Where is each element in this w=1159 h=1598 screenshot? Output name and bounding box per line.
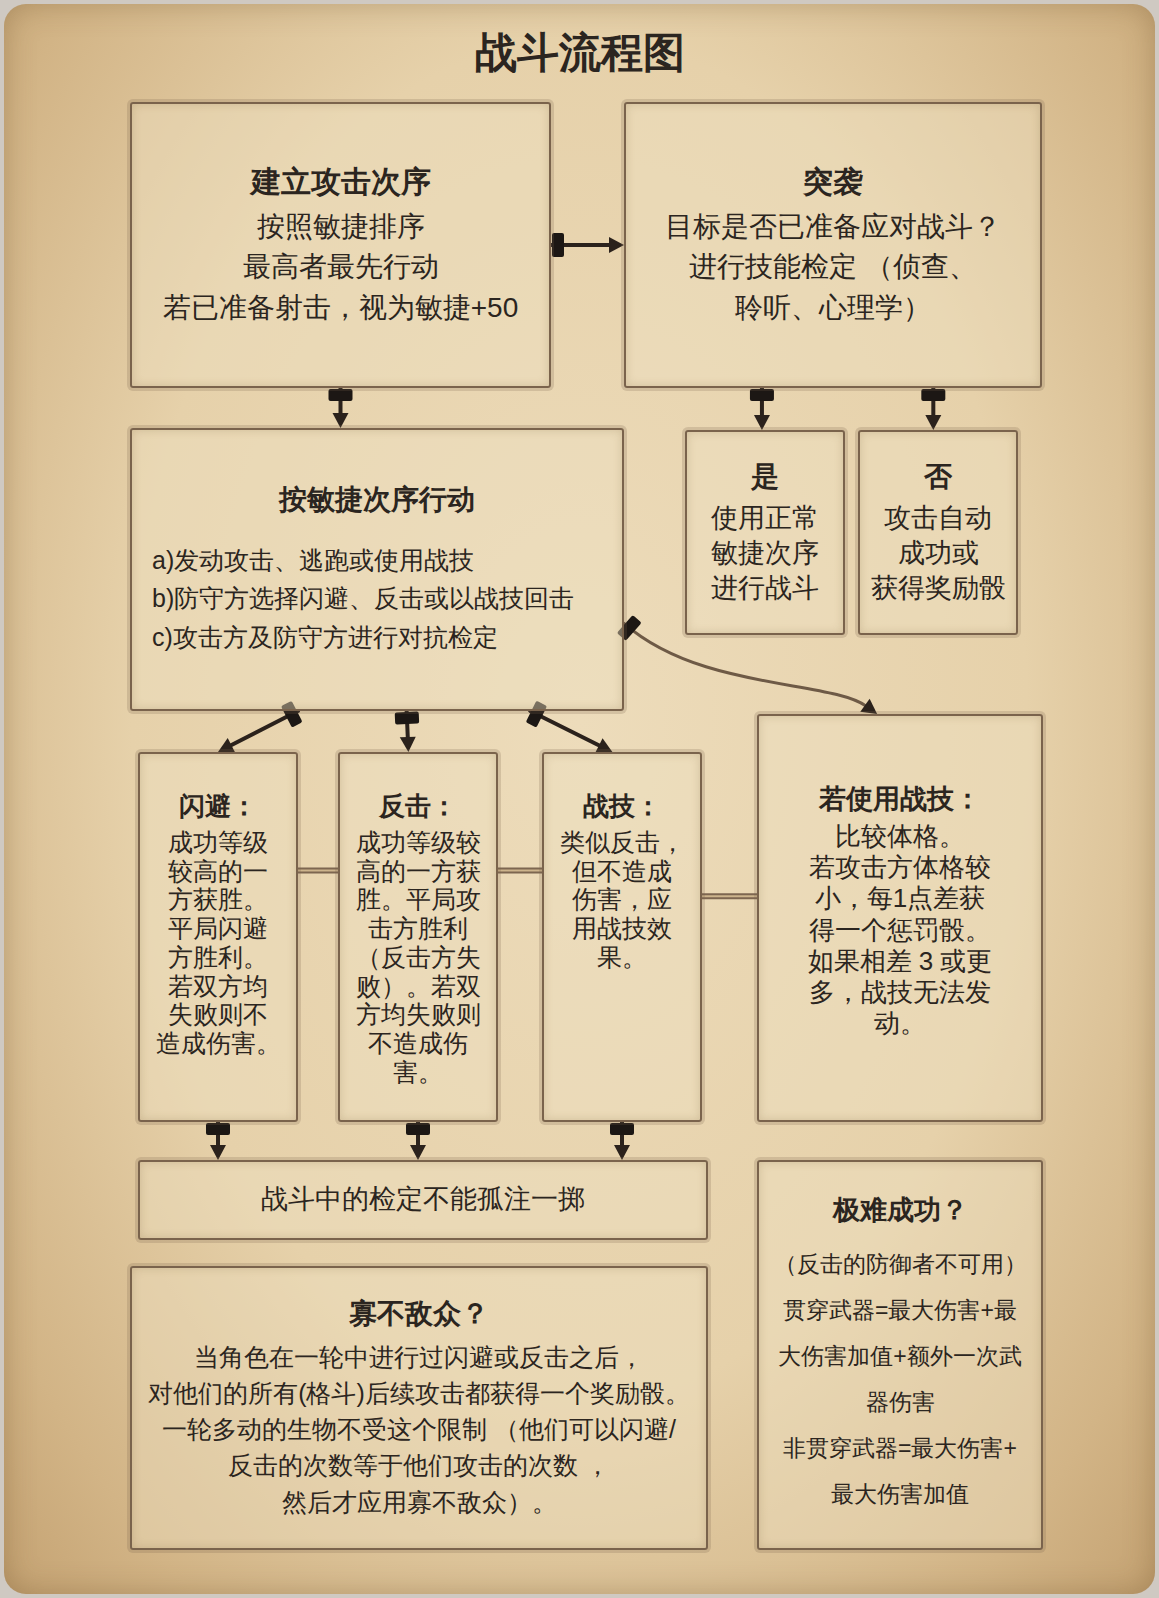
hand-cuff xyxy=(921,389,945,401)
body-text: 类似反击， 但不造成 伤害，应 用战技效 果。 xyxy=(555,828,690,972)
heading-text: 战技： xyxy=(583,790,661,824)
body-text: b)防守方选择闪避、反击或以战技回击 xyxy=(152,579,602,618)
heading-text: 建立攻击次序 xyxy=(251,162,431,201)
link-bar-line xyxy=(298,867,338,873)
pointer-arrow xyxy=(610,1122,634,1160)
heading-text: 反击： xyxy=(379,790,457,824)
arrow-head xyxy=(210,1145,226,1160)
arrow-head xyxy=(609,237,624,253)
body-text: 成功等级 较高的一 方获胜。 平局闪避 方胜利。 若双方均 失败则不 造成伤害。 xyxy=(151,828,286,1058)
arrow-head xyxy=(595,738,612,752)
pointer-arrow xyxy=(329,388,353,428)
body-text: 使用正常 敏捷次序 进行战斗 xyxy=(695,501,835,606)
body-text: a)发动攻击、逃跑或使用战技 xyxy=(152,541,602,580)
heading-text: 若使用战技： xyxy=(819,782,981,817)
link-bar-inner xyxy=(702,895,757,897)
hand-cuff xyxy=(610,1123,634,1135)
pointer-arrow xyxy=(395,711,419,752)
process-box: 闪避： 成功等级 较高的一 方获胜。 平局闪避 方胜利。 若双方均 失败则不 造成… xyxy=(138,752,298,1122)
process-box: 若使用战技： 比较体格。 若攻击方体格较 小，每1点差获 得一个惩罚骰。 如果相差… xyxy=(757,714,1043,1122)
arrow-head xyxy=(614,1145,630,1160)
connector-line xyxy=(624,623,867,706)
heading-text: 是 xyxy=(751,459,779,495)
body-text: 目标是否已准备应对战斗？ 进行技能检定 （侦查、聆听、心理学） xyxy=(658,207,1008,329)
pointer-arrow xyxy=(750,388,774,430)
process-box: 是使用正常 敏捷次序 进行战斗 xyxy=(685,430,845,635)
process-box: 建立攻击次序按照敏捷排序 最高者最先行动 若已准备射击，视为敏捷+50 xyxy=(130,102,551,388)
body-text: 比较体格。 若攻击方体格较 小，每1点差获 得一个惩罚骰。 如果相差 3 或更 … xyxy=(803,821,998,1039)
process-box: 反击： 成功等级较 高的一方获 胜。平局攻 击方胜利 （反击方失 败）。若双 方均… xyxy=(338,752,498,1122)
heading-text: 闪避： xyxy=(179,790,257,824)
hand-cuff xyxy=(329,389,353,401)
arrow-head xyxy=(925,415,941,430)
pointer-arrow xyxy=(406,1122,430,1160)
heading-text: 否 xyxy=(924,459,952,495)
process-box: 极难成功？ （反击的防御者不可用）贯穿武器=最大伤害+最 大伤害加值+额外一次武 … xyxy=(757,1160,1043,1550)
arrow-head xyxy=(400,737,416,752)
body-text: 成功等级较 高的一方获 胜。平局攻 击方胜利 （反击方失 败）。若双 方均失败则… xyxy=(351,828,486,1087)
hand-cuff xyxy=(552,233,564,257)
body-text: c)攻击方及防守方进行对抗检定 xyxy=(152,618,602,657)
body-text: 贯穿武器=最大伤害+最 大伤害加值+额外一次武 器伤害 xyxy=(767,1287,1033,1425)
arrow-head xyxy=(860,699,877,714)
body-text: 攻击自动 成功或 获得奖励骰 xyxy=(868,501,1008,606)
body-text: 非贯穿武器=最大伤害+ 最大伤害加值 xyxy=(767,1425,1033,1517)
heading-text: 极难成功？ xyxy=(833,1193,968,1228)
link-bar-line xyxy=(702,893,757,899)
arrow-head xyxy=(218,738,235,752)
hand-cuff xyxy=(395,711,419,724)
pointer-arrow xyxy=(206,1122,230,1160)
hand-cuff xyxy=(750,389,774,401)
body-text: 当角色在一轮中进行过闪避或反击之后， 对他们的所有(格斗)后续攻击都获得一个奖励… xyxy=(147,1339,692,1520)
heading-text: 按敏捷次序行动 xyxy=(279,482,475,518)
process-box: 突袭目标是否已准备应对战斗？ 进行技能检定 （侦查、聆听、心理学） xyxy=(624,102,1042,388)
link-bar xyxy=(298,870,338,871)
body-text: （反击的防御者不可用） xyxy=(767,1241,1033,1287)
heading-text: 寡不敌众？ xyxy=(349,1296,489,1332)
link-bar xyxy=(498,870,542,871)
process-box: 战技： 类似反击， 但不造成 伤害，应 用战技效 果。 xyxy=(542,752,702,1122)
process-box: 否攻击自动 成功或 获得奖励骰 xyxy=(858,430,1018,635)
body-text: 战斗中的检定不能孤注一掷 xyxy=(261,1182,585,1217)
link-bar xyxy=(702,896,757,897)
process-box: 寡不敌众？ 当角色在一轮中进行过闪避或反击之后， 对他们的所有(格斗)后续攻击都获… xyxy=(130,1266,708,1550)
arrow-head xyxy=(410,1145,426,1160)
body-text: 按照敏捷排序 最高者最先行动 若已准备射击，视为敏捷+50 xyxy=(159,207,523,329)
link-bar-inner xyxy=(498,869,542,871)
process-box: 按敏捷次序行动 a)发动攻击、逃跑或使用战技b)防守方选择闪避、反击或以战技回击c… xyxy=(130,428,624,711)
hand-cuff xyxy=(406,1123,430,1135)
link-bar-line xyxy=(498,867,542,873)
diagram-title: 战斗流程图 xyxy=(0,28,1159,78)
heading-text: 突袭 xyxy=(803,162,863,201)
arrow-head xyxy=(754,415,770,430)
link-bar-inner xyxy=(298,869,338,871)
pointer-arrow xyxy=(551,233,624,257)
hand-cuff xyxy=(206,1123,230,1135)
process-box: 战斗中的检定不能孤注一掷 xyxy=(138,1160,708,1240)
arrow-head xyxy=(333,413,349,428)
pointer-arrow xyxy=(921,388,945,430)
